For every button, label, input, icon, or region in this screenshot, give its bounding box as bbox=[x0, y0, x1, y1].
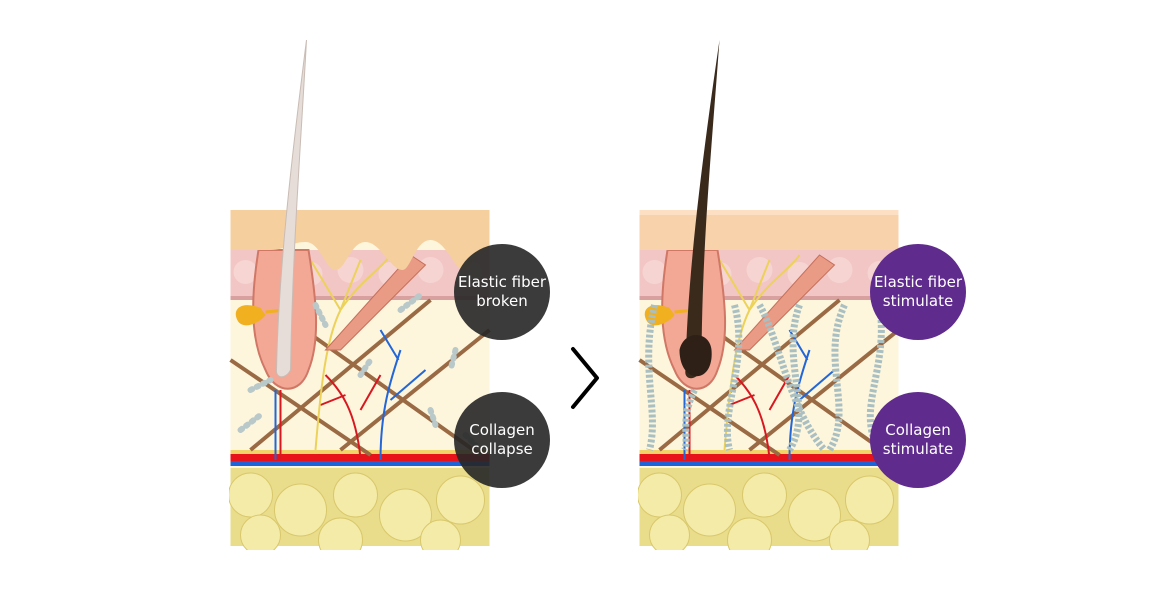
badge-line-1: Elastic fiber bbox=[457, 273, 547, 291]
skin-diagram-after bbox=[638, 40, 900, 550]
badge-line-2: collapse bbox=[471, 440, 533, 458]
epidermis-smooth bbox=[639, 210, 899, 250]
badge-line-2: broken bbox=[476, 292, 528, 310]
badge-collagen-stimulate: Collagen stimulate bbox=[870, 392, 966, 488]
badge-line-1: Collagen bbox=[885, 421, 951, 439]
skin-diagram-before bbox=[229, 40, 491, 550]
badge-line-2: stimulate bbox=[882, 440, 954, 458]
chevron-right-icon bbox=[571, 347, 599, 409]
badge-collagen-collapse: Collagen collapse bbox=[454, 392, 550, 488]
badge-line-2: stimulate bbox=[882, 292, 954, 310]
badge-line-1: Elastic fiber bbox=[873, 273, 963, 291]
hair-dark bbox=[685, 40, 720, 379]
badge-elastic-fiber-stimulate: Elastic fiber stimulate bbox=[870, 244, 966, 340]
badge-line-1: Collagen bbox=[469, 421, 535, 439]
badge-elastic-fiber-broken: Elastic fiber broken bbox=[454, 244, 550, 340]
hair-grey bbox=[275, 40, 307, 378]
